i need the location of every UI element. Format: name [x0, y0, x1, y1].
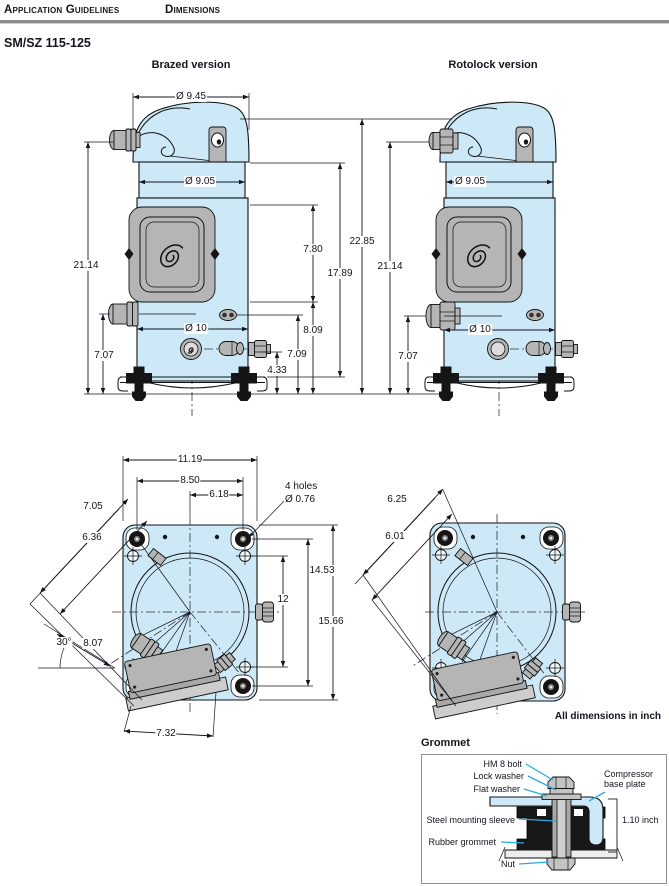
grommet-base-plate-label: Compressor base plate	[603, 769, 665, 790]
scroll-logo	[467, 244, 491, 268]
grommet-flat-washer-label: Flat washer	[472, 784, 521, 795]
grommet-nut-label: Nut	[499, 859, 516, 870]
dim-overall-depth: 15.66	[317, 616, 345, 627]
sight-glass-brazed	[180, 338, 202, 360]
mounting-hole	[543, 530, 559, 546]
grommet-title: Grommet	[421, 737, 470, 749]
units-note: All dimensions in inch	[554, 711, 661, 722]
discharge-port-bottom	[437, 630, 471, 661]
dim-cap-diameter: Ø 9.45	[174, 91, 208, 102]
dim-holes-diameter: Ø 0.76	[284, 494, 317, 505]
bolt-target	[546, 659, 564, 677]
small-fitting	[521, 657, 544, 680]
dim-shell-diameter-brazed: Ø 9.05	[183, 176, 217, 187]
brazed-front-view	[84, 93, 530, 416]
rotolock-version-title: Rotolock version	[448, 59, 538, 71]
grommet-sleeve-label: Steel mounting sleeve	[425, 815, 516, 826]
dim-diagonal-a: 7.05	[82, 501, 104, 512]
brazed-version-title: Brazed version	[151, 59, 231, 71]
grommet-box	[421, 754, 667, 884]
dim-bolt-spacing-y: 14.53	[308, 565, 336, 576]
dim-angle: 30°	[55, 637, 73, 648]
dim-suction-height-brazed: 21.14	[72, 260, 100, 271]
dim-discharge-height-rotolock: 7.07	[397, 351, 419, 362]
mounting-hole	[437, 530, 453, 546]
grommet-detail	[489, 763, 624, 871]
terminal-box-bottom	[124, 643, 229, 712]
dim-total-height: 22.85	[348, 236, 376, 247]
dim-hole-offset-x: 6.18	[208, 489, 230, 500]
bolt-head-part	[547, 776, 575, 789]
dim-mid-fitting-height: 8.09	[302, 325, 324, 336]
dim-fitting-height: 7.09	[286, 349, 308, 360]
terminal-box-brazed	[124, 206, 220, 303]
bolt-target	[236, 658, 254, 676]
flat-washer-part	[541, 793, 582, 800]
dim-base-diameter-rotolock: Ø 10	[468, 324, 492, 335]
dim-box-width: 7.32	[155, 728, 177, 739]
terminal-box-bottom	[431, 651, 536, 720]
small-fitting	[213, 651, 236, 674]
scroll-logo	[160, 244, 184, 268]
mounting-hole	[235, 531, 251, 547]
mounting-foot	[538, 366, 564, 401]
dim-suction-height-rotolock: 21.14	[376, 261, 404, 272]
dim-overall-width: 11.19	[176, 454, 204, 465]
grommet-height-label: 1.10 inch	[621, 815, 660, 826]
dim-shoulder-height: 17.89	[326, 268, 354, 279]
dim-diagonal-b: 6.36	[81, 532, 103, 543]
dim-center-distance: 12	[276, 594, 290, 605]
bolt-target	[546, 546, 564, 564]
grommet-lock-washer-label: Lock washer	[472, 771, 525, 782]
header-section-label: Application Guidelines	[4, 4, 120, 16]
dim-bolt-spacing-x: 8.50	[179, 475, 201, 486]
brazed-bottom-view	[29, 456, 338, 738]
sight-glass-rotolock	[487, 338, 509, 360]
nut-part	[546, 857, 576, 871]
grommet-bolt-label: HM 8 bolt	[482, 759, 523, 770]
rotolock-bottom-view	[354, 488, 585, 720]
discharge-port-brazed	[108, 301, 139, 327]
mounting-hole	[543, 679, 559, 695]
mounting-hole	[235, 678, 251, 694]
mounting-hole	[129, 531, 145, 547]
suction-port-brazed	[109, 128, 141, 152]
dim-small-fitting-height: 4.33	[266, 365, 288, 376]
header-page-label: Dimensions	[165, 4, 221, 16]
dim-base-diameter-brazed: Ø 10	[184, 323, 208, 334]
dim-diagonal-a-rotolock: 6.25	[386, 494, 408, 505]
mounting-foot	[433, 366, 459, 401]
dim-diagonal-c: 8.07	[82, 638, 104, 649]
header-rule	[0, 20, 669, 24]
dim-diagonal-b-rotolock: 6.01	[384, 531, 406, 542]
model-title: SM/SZ 115-125	[4, 36, 91, 50]
rotolock-front-view	[424, 101, 578, 416]
dim-holes-count: 4 holes	[284, 481, 319, 492]
dim-terminal-box-height: 7.80	[302, 244, 324, 255]
suction-port-rotolock	[428, 128, 459, 154]
dim-shell-diameter-rotolock: Ø 9.05	[453, 176, 487, 187]
terminal-box-rotolock	[431, 206, 527, 303]
base-plate-part	[489, 796, 604, 846]
grommet-rubber-label: Rubber grommet	[427, 837, 497, 848]
dim-discharge-height-brazed: 7.07	[93, 350, 115, 361]
